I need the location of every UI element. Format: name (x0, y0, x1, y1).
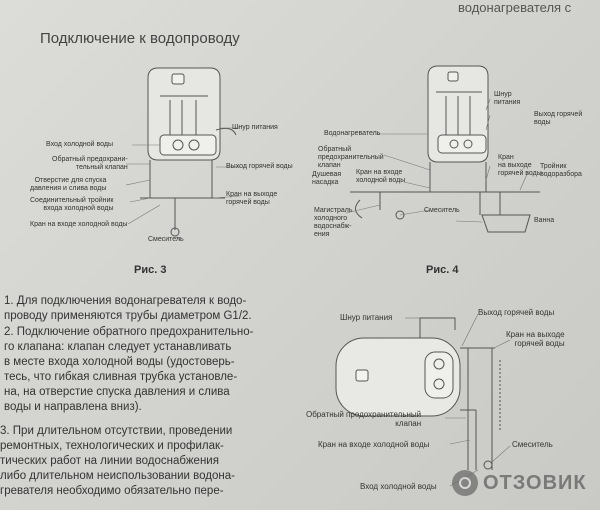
instruction-line: го клапана: клапан следует устанавливать (4, 341, 232, 353)
fig3-leader-lines (125, 127, 241, 241)
fig5-label-hot-tap: Кран на выходе горячей воды (506, 330, 565, 348)
fig3-label-hot-tap: Кран на выходе горячей воды (226, 191, 278, 206)
instruction-line: 1. Для подключения водонагревателя к вод… (4, 295, 247, 307)
fig4-label-heater: Водонагреватель (324, 130, 381, 137)
instruction-line: тических работ на линии водоснабжения (0, 455, 219, 467)
fig4-label-hot-outlet: Выход горячей воды (534, 111, 583, 126)
fig5-label-hot-outlet: Выход горячей воды (478, 308, 555, 317)
fig3-label-power-cord: Шнур питания (232, 124, 278, 131)
instruction-line: 3. При длительном отсутствии, проведении (0, 425, 233, 437)
page-header-fragment: водонагревателя с (458, 0, 572, 15)
fig3-label-tee: Соединительный тройник входа холодной во… (30, 197, 114, 212)
fig4-leader-lines (345, 98, 529, 223)
fig3-label-drain-hole: Отверстие для спуска давления и слива во… (30, 177, 107, 192)
instruction-line: в месте входа холодной воды (удостоверь- (4, 356, 235, 368)
instruction-line: 2. Подключение обратного предохранительн… (4, 326, 254, 338)
fig5-label-cold-inlet: Вход холодной воды (360, 482, 437, 491)
instruction-line: гревателя необходимо обязательно пере- (0, 485, 224, 497)
fig4-label-cold-tap: Кран на входе холодной воды (356, 169, 406, 184)
instructions-block: 1. Для подключения водонагревателя к вод… (0, 294, 300, 510)
fig3-label-cold-inlet: Вход холодной воды (46, 141, 114, 148)
fig4-label-tee: Тройник водоразбора (540, 163, 582, 178)
instruction-line: либо длительном неиспользовании водона- (0, 470, 235, 482)
fig5-label-check-valve: Обратный предохранительный клапан (306, 410, 422, 428)
fig3-label-mixer: Смеситель (148, 236, 184, 243)
fig5-label-power-cord: Шнур питания (340, 313, 393, 322)
fig3-caption: Рис. 3 (134, 264, 167, 276)
instruction-line: на, на отверстие спуска давления и слива (4, 386, 230, 398)
fig5-label-cold-tap: Кран на входе холодной воды (318, 440, 430, 449)
fig4-label-hot-tap: Кран на выходе горячей воды (498, 154, 542, 177)
instruction-line: ремонтных, технологических и профилак- (0, 440, 224, 452)
watermark-text: ОТЗОВИК (483, 471, 587, 494)
fig5-heater (335, 317, 501, 470)
fig3-label-hot-outlet: Выход горячей воды (226, 163, 293, 170)
fig4-label-power-cord: Шнур питания (494, 91, 521, 106)
fig4-label-shower: Душевая насадка (312, 171, 342, 186)
fig4-label-bath: Ванна (534, 217, 555, 224)
watermark-logo: ОТЗОВИК (452, 470, 587, 496)
fig4-caption: Рис. 4 (426, 264, 459, 276)
section-title: Подключение к водопроводу (40, 30, 240, 47)
instruction-line: тесь, что гибкая сливная трубка установл… (4, 371, 238, 383)
fig3-label-cold-tap: Кран на входе холодной воды (30, 221, 128, 228)
fig4-heater (350, 65, 540, 233)
fig4-label-check-valve: Обратный предохранительный клапан (318, 146, 384, 169)
instruction-line: воды и направлена вниз). (4, 401, 142, 413)
fig3-label-check-valve: Обратный предохрани- тельный клапан (52, 156, 128, 171)
fig5-label-mixer: Смеситель (512, 440, 553, 449)
instruction-line: проводу применяются трубы диаметром G1/2… (4, 310, 252, 322)
fig4-label-mixer: Смеситель (424, 207, 460, 214)
watermark-icon (452, 470, 478, 496)
fig3-heater (140, 67, 237, 237)
fig4-label-main: Магистраль холодного водоснабж- ения (314, 207, 353, 238)
